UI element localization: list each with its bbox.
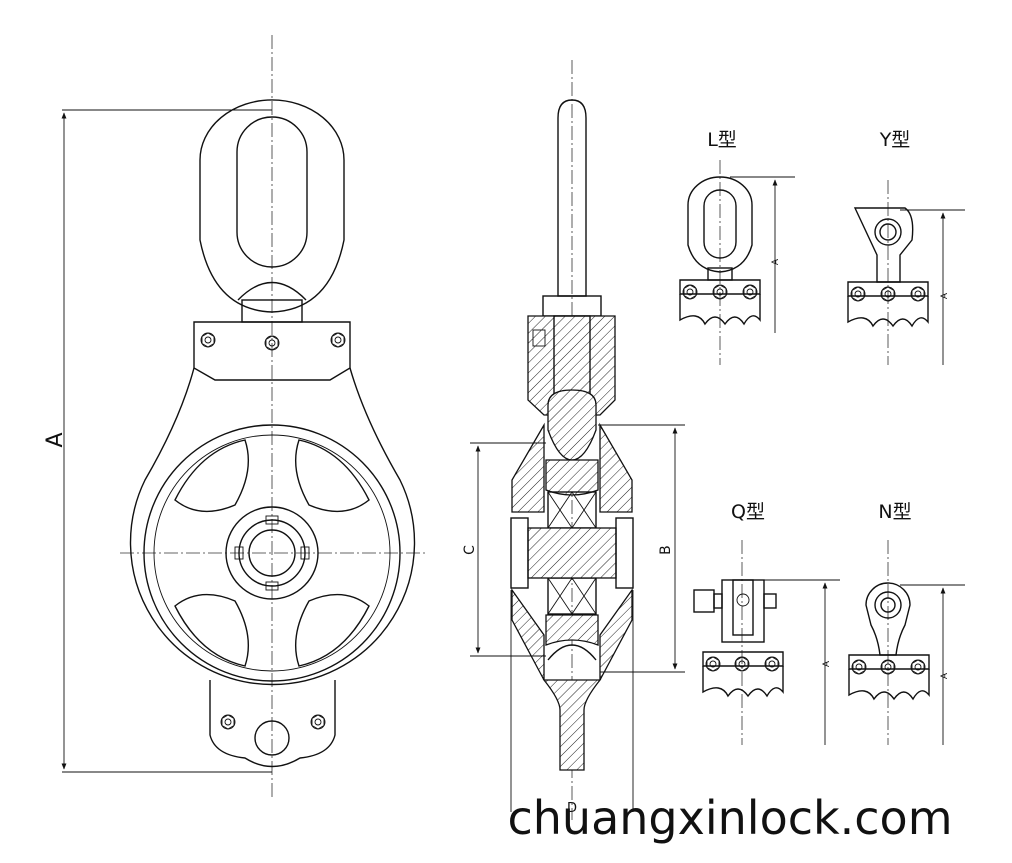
variant-l-dimension-a: A: [771, 258, 781, 265]
variant-y: Y型 A: [847, 129, 965, 365]
front-view: A: [43, 35, 425, 800]
variant-n-dimension-a: A: [940, 672, 950, 679]
section-view: B C D: [462, 60, 685, 820]
variant-n-label: N型: [878, 501, 911, 523]
variant-q-label: Q型: [731, 501, 765, 523]
variant-q: Q型 A: [693, 501, 840, 745]
dimension-label-a: A: [43, 432, 68, 447]
dimension-label-d: D: [567, 801, 577, 816]
variant-l-label: L型: [707, 129, 737, 151]
dimension-label-b: B: [658, 545, 674, 555]
dimension-label-c: C: [462, 545, 478, 555]
variant-q-dimension-a: A: [822, 660, 832, 667]
watermark-text: chuangxinlock.com: [507, 791, 952, 845]
variant-y-dimension-a: A: [940, 292, 950, 299]
variant-n: N型 A: [848, 501, 965, 745]
variant-y-label: Y型: [879, 129, 911, 151]
variant-l: L型 A: [679, 129, 795, 365]
